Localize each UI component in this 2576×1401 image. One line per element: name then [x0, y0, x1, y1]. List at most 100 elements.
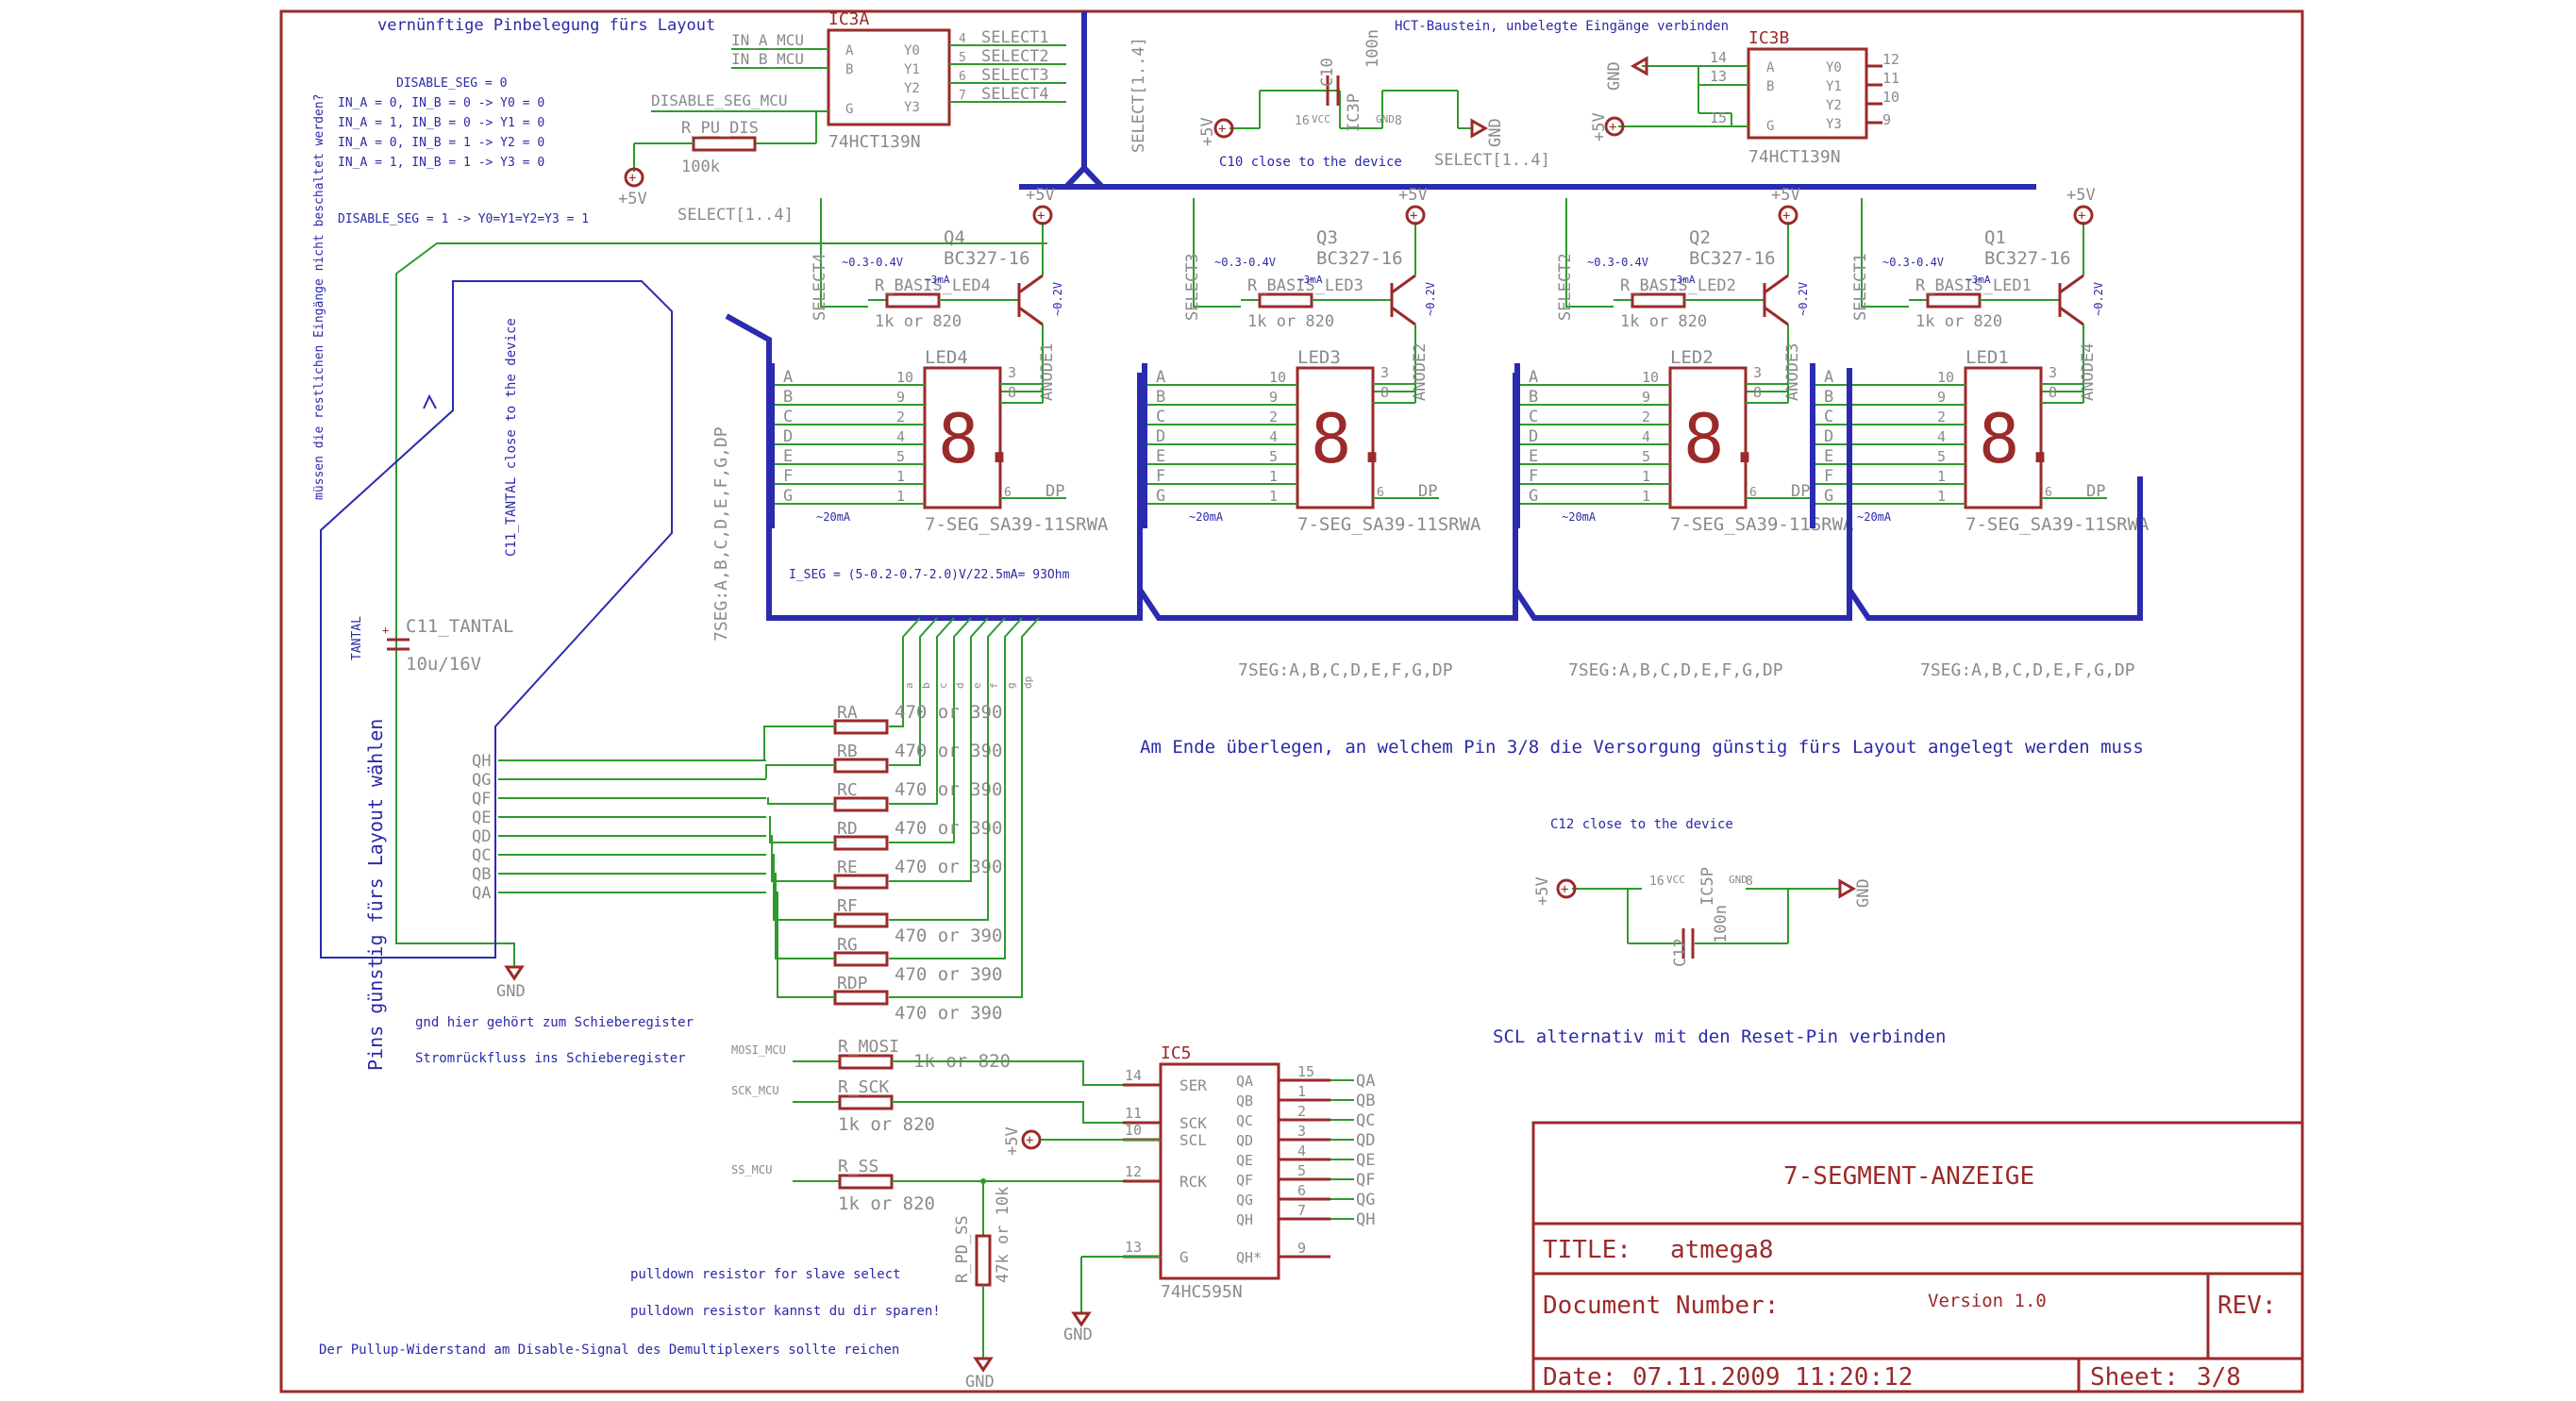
seg-tap-label-2: c — [937, 682, 949, 689]
ic5-right-num-3: 3 — [1297, 1123, 1306, 1140]
ic5-out-net-6: QG — [1356, 1191, 1375, 1209]
vcc-plus-ic3b: + — [1609, 120, 1616, 135]
ic5p-section: C12 close to the device C12 100n IC5P 16… — [1493, 817, 1946, 1047]
ic3a-pin-b: B — [845, 62, 853, 77]
seg-tap-label-4: e — [971, 682, 983, 689]
ic3b-pin-y3: Y3 — [1826, 117, 1842, 132]
display-body-2 — [1668, 366, 1748, 509]
q-emitter-1 — [1391, 274, 1416, 294]
seg-pin-3-2: 2 — [1937, 409, 1946, 425]
ic3b-pinnum-9: 9 — [1882, 111, 1891, 128]
note-tantal: TANTAL — [350, 616, 364, 660]
bus-seg-label-2: 7SEG:A,B,C,D,E,F,G,DP — [1568, 660, 1783, 680]
q-type-1: BC327-16 — [1316, 248, 1403, 269]
ic3a-body — [827, 28, 951, 126]
ic3b-pin-b: B — [1766, 79, 1774, 94]
anode-2: ANODE3 — [1783, 343, 1802, 401]
seg-pin-2-6: 1 — [1642, 488, 1650, 505]
seg-pin-1-6: 1 — [1269, 488, 1278, 505]
segment-resistor-5: RF 470 or 390 — [773, 717, 1002, 946]
ic3b-pinnum-14: 14 — [1710, 49, 1727, 66]
wire-q-route-3 — [769, 816, 783, 843]
truth-line-3: IN_A = 1, IN_B = 0 -> Y1 = 0 — [338, 116, 544, 130]
q-vce-1: ~0.2V — [1424, 282, 1437, 316]
rbase-ib-3: ~3mA — [1965, 274, 1991, 286]
vcc-label-c10: +5V — [1198, 117, 1217, 146]
gnd-symbol-c12 — [1838, 878, 1857, 899]
seg-tap-label-1: b — [920, 682, 932, 689]
q-net-label-6: QB — [472, 865, 491, 884]
seg-pin-0-3: 4 — [896, 428, 905, 445]
seg-letter-1-2: C — [1156, 408, 1165, 426]
seg-res-name-2: RC — [837, 780, 858, 800]
note-c10: C10 close to the device — [1219, 155, 1402, 170]
ic5-right-label-3: QD — [1236, 1132, 1253, 1149]
ic3b-pin-g: G — [1766, 119, 1774, 134]
note-c12: C12 close to the device — [1550, 817, 1733, 832]
seg-res-name-0: RA — [837, 703, 858, 723]
seg-pin-0-0: 10 — [896, 369, 913, 386]
rbase-value-3: 1k or 820 — [1915, 312, 2002, 331]
q-type-2: BC327-16 — [1689, 248, 1776, 269]
rbase-value-1: 1k or 820 — [1247, 312, 1334, 331]
ic5-right-label-1: QB — [1236, 1092, 1253, 1109]
seg-pin-1-1: 9 — [1269, 389, 1278, 406]
seg-tap-1 — [919, 617, 938, 717]
ic3b-name: IC3B — [1748, 28, 1789, 48]
ic3a-pin-y1: Y1 — [904, 62, 920, 77]
select-net-3: SELECT1 — [1851, 253, 1870, 321]
rbase-ib-1: ~3mA — [1297, 274, 1323, 286]
seg-res-value-5: 470 or 390 — [895, 926, 1002, 946]
com-pin-8-0: 8 — [1008, 384, 1016, 401]
seg-pin-1-3: 4 — [1269, 428, 1278, 445]
display-type-3: 7-SEG_SA39-11SRWA — [1965, 514, 2149, 535]
rbase-ib-2: ~3mA — [1670, 274, 1696, 286]
seg-res-value-7: 470 or 390 — [895, 1003, 1002, 1024]
seg-letter-3-4: E — [1824, 447, 1833, 466]
wire-q-route-2 — [767, 797, 783, 805]
wire-seg-res-7 — [889, 717, 1023, 998]
ic3a-pin-y0: Y0 — [904, 43, 920, 58]
seg-pin-3-1: 9 — [1937, 389, 1946, 406]
bus-select-label-3: SELECT[1..4] — [1434, 151, 1550, 170]
wire-seg-res-2 — [889, 717, 938, 805]
ic3a-outputs: 4 5 6 7 SELECT1 SELECT2 SELECT3 SELECT4 — [949, 28, 1066, 104]
gnd-symbol-sr — [504, 965, 525, 981]
vcc-plus-digit-2: + — [1782, 208, 1790, 224]
bus-select-label-2: SELECT[1..4] — [1129, 37, 1148, 153]
com-pin-3-1: 3 — [1380, 364, 1389, 381]
seg-letter-2-5: F — [1529, 467, 1538, 486]
mcu-res-name-1: R_SCK — [838, 1077, 889, 1097]
seg-res-name-7: RDP — [837, 974, 868, 993]
ic3b-pinnum-13: 13 — [1710, 68, 1727, 85]
vcc-plus-c10: + — [1218, 122, 1226, 137]
q-collector-1 — [1391, 306, 1416, 326]
seg-current-2: ~20mA — [1562, 510, 1597, 524]
ic5-right-label-8: QH* — [1236, 1249, 1262, 1266]
r-pd-ss-body — [975, 1234, 992, 1287]
seg-letter-2-3: D — [1529, 427, 1538, 446]
seg-pin-2-1: 9 — [1642, 389, 1650, 406]
ic3a-pinnum-6: 6 — [959, 70, 966, 84]
ic5-out-net-4: QE — [1356, 1151, 1375, 1170]
seg-letter-2-4: E — [1529, 447, 1538, 466]
seg-letter-3-2: C — [1824, 408, 1833, 426]
ic5p-pin-gnd-num: 8 — [1746, 875, 1753, 889]
seg-pin-3-6: 1 — [1937, 488, 1946, 505]
q-emitter-3 — [2059, 274, 2084, 294]
sheet-frame — [279, 9, 2304, 1393]
com-pin-3-2: 3 — [1753, 364, 1762, 381]
ic5-right-num-8: 9 — [1297, 1240, 1306, 1257]
vcc-symbol-digit-2 — [1778, 205, 1798, 225]
wire-seg-res-1 — [889, 717, 921, 766]
seg-letter-0-4: E — [783, 447, 793, 466]
seg-res-name-5: RF — [837, 896, 858, 916]
q-net-label-7: QA — [472, 884, 491, 903]
seg-res-name-1: RB — [837, 742, 858, 761]
gnd-symbol-ic3b — [1630, 56, 1648, 76]
sheet-label: Sheet: — [2090, 1363, 2179, 1392]
